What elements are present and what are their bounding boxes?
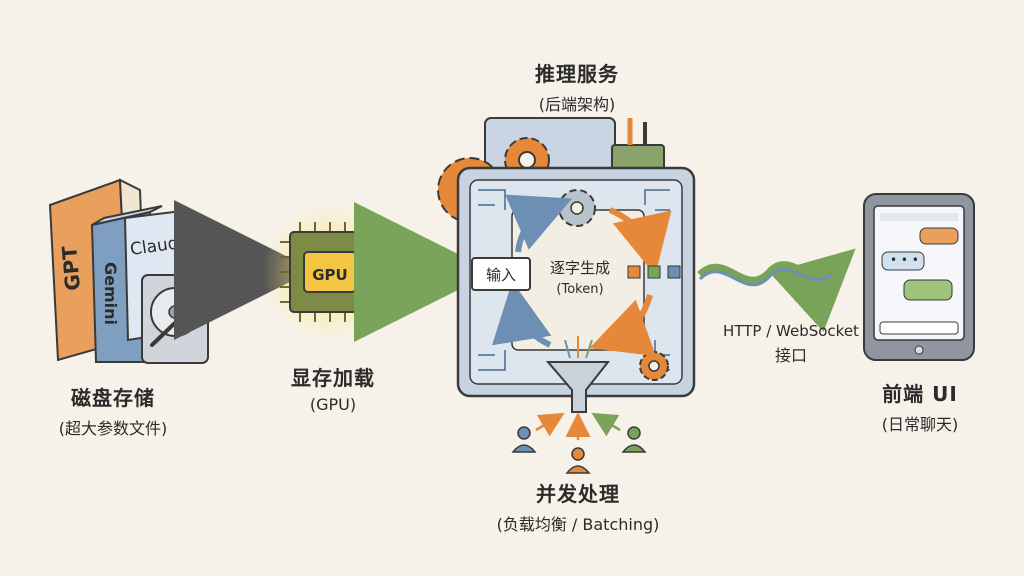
inference-label: 推理服务 (后端架构) bbox=[492, 58, 662, 115]
token-title: 逐字生成 bbox=[550, 259, 610, 277]
interface-label: HTTP / WebSocket 接口 bbox=[706, 318, 876, 366]
input-label: 输入 bbox=[486, 266, 516, 284]
token-square bbox=[627, 265, 641, 279]
storage-label: 磁盘存储 (超大参数文件) bbox=[28, 382, 198, 439]
gpu-chip-icon: GPU bbox=[262, 204, 398, 340]
concurrency-title: 并发处理 bbox=[536, 482, 620, 506]
cycle-arrow bbox=[492, 281, 552, 348]
gpu-label: 显存加载 (GPU) bbox=[258, 362, 408, 414]
concurrency-subtitle: (负载均衡 / Batching) bbox=[496, 515, 660, 534]
gpu-title: 显存加载 bbox=[291, 366, 375, 390]
gpu-subtitle: (GPU) bbox=[309, 395, 357, 414]
hard-drive-icon bbox=[141, 274, 209, 364]
interface-protocol: HTTP / WebSocket bbox=[723, 322, 859, 340]
frontend-label: 前端 UI (日常聊天) bbox=[858, 378, 982, 435]
users-group bbox=[511, 412, 647, 474]
wave-accent bbox=[698, 267, 834, 287]
cycle-arrow bbox=[589, 294, 657, 357]
user-icon bbox=[621, 426, 647, 453]
frontend-subtitle: (日常聊天) bbox=[881, 415, 959, 434]
cycle-arrow bbox=[608, 207, 672, 276]
frontend-title: 前端 UI bbox=[882, 382, 958, 406]
storage-subtitle: (超大参数文件) bbox=[58, 419, 168, 438]
gear-icon bbox=[639, 351, 669, 381]
inference-server: 输入 逐字生成 (Token) bbox=[437, 117, 696, 413]
inference-title: 推理服务 bbox=[535, 62, 619, 86]
book-gemini-title: Gemini bbox=[101, 262, 120, 325]
svg-text:• • •: • • • bbox=[890, 253, 919, 267]
arrow-server-to-frontend bbox=[697, 248, 856, 332]
storage-illustration: GPT Gemini Claude bbox=[48, 178, 209, 364]
concurrency-label: 并发处理 (负载均衡 / Batching) bbox=[468, 478, 688, 535]
gpu-chip-label: GPU bbox=[312, 266, 348, 284]
input-box bbox=[471, 257, 531, 291]
interface-title: 接口 bbox=[774, 346, 807, 365]
token-square bbox=[647, 265, 661, 279]
gear-icon bbox=[558, 189, 596, 227]
inference-subtitle: (后端架构) bbox=[538, 95, 616, 114]
storage-title: 磁盘存储 bbox=[71, 386, 155, 410]
tablet-icon: • • • bbox=[863, 193, 975, 361]
token-square bbox=[667, 265, 681, 279]
cycle-arrow bbox=[505, 194, 573, 253]
user-icon bbox=[511, 426, 537, 453]
book-gpt-title: GPT bbox=[57, 245, 85, 292]
token-subtitle: (Token) bbox=[556, 282, 603, 297]
user-icon bbox=[565, 447, 591, 474]
